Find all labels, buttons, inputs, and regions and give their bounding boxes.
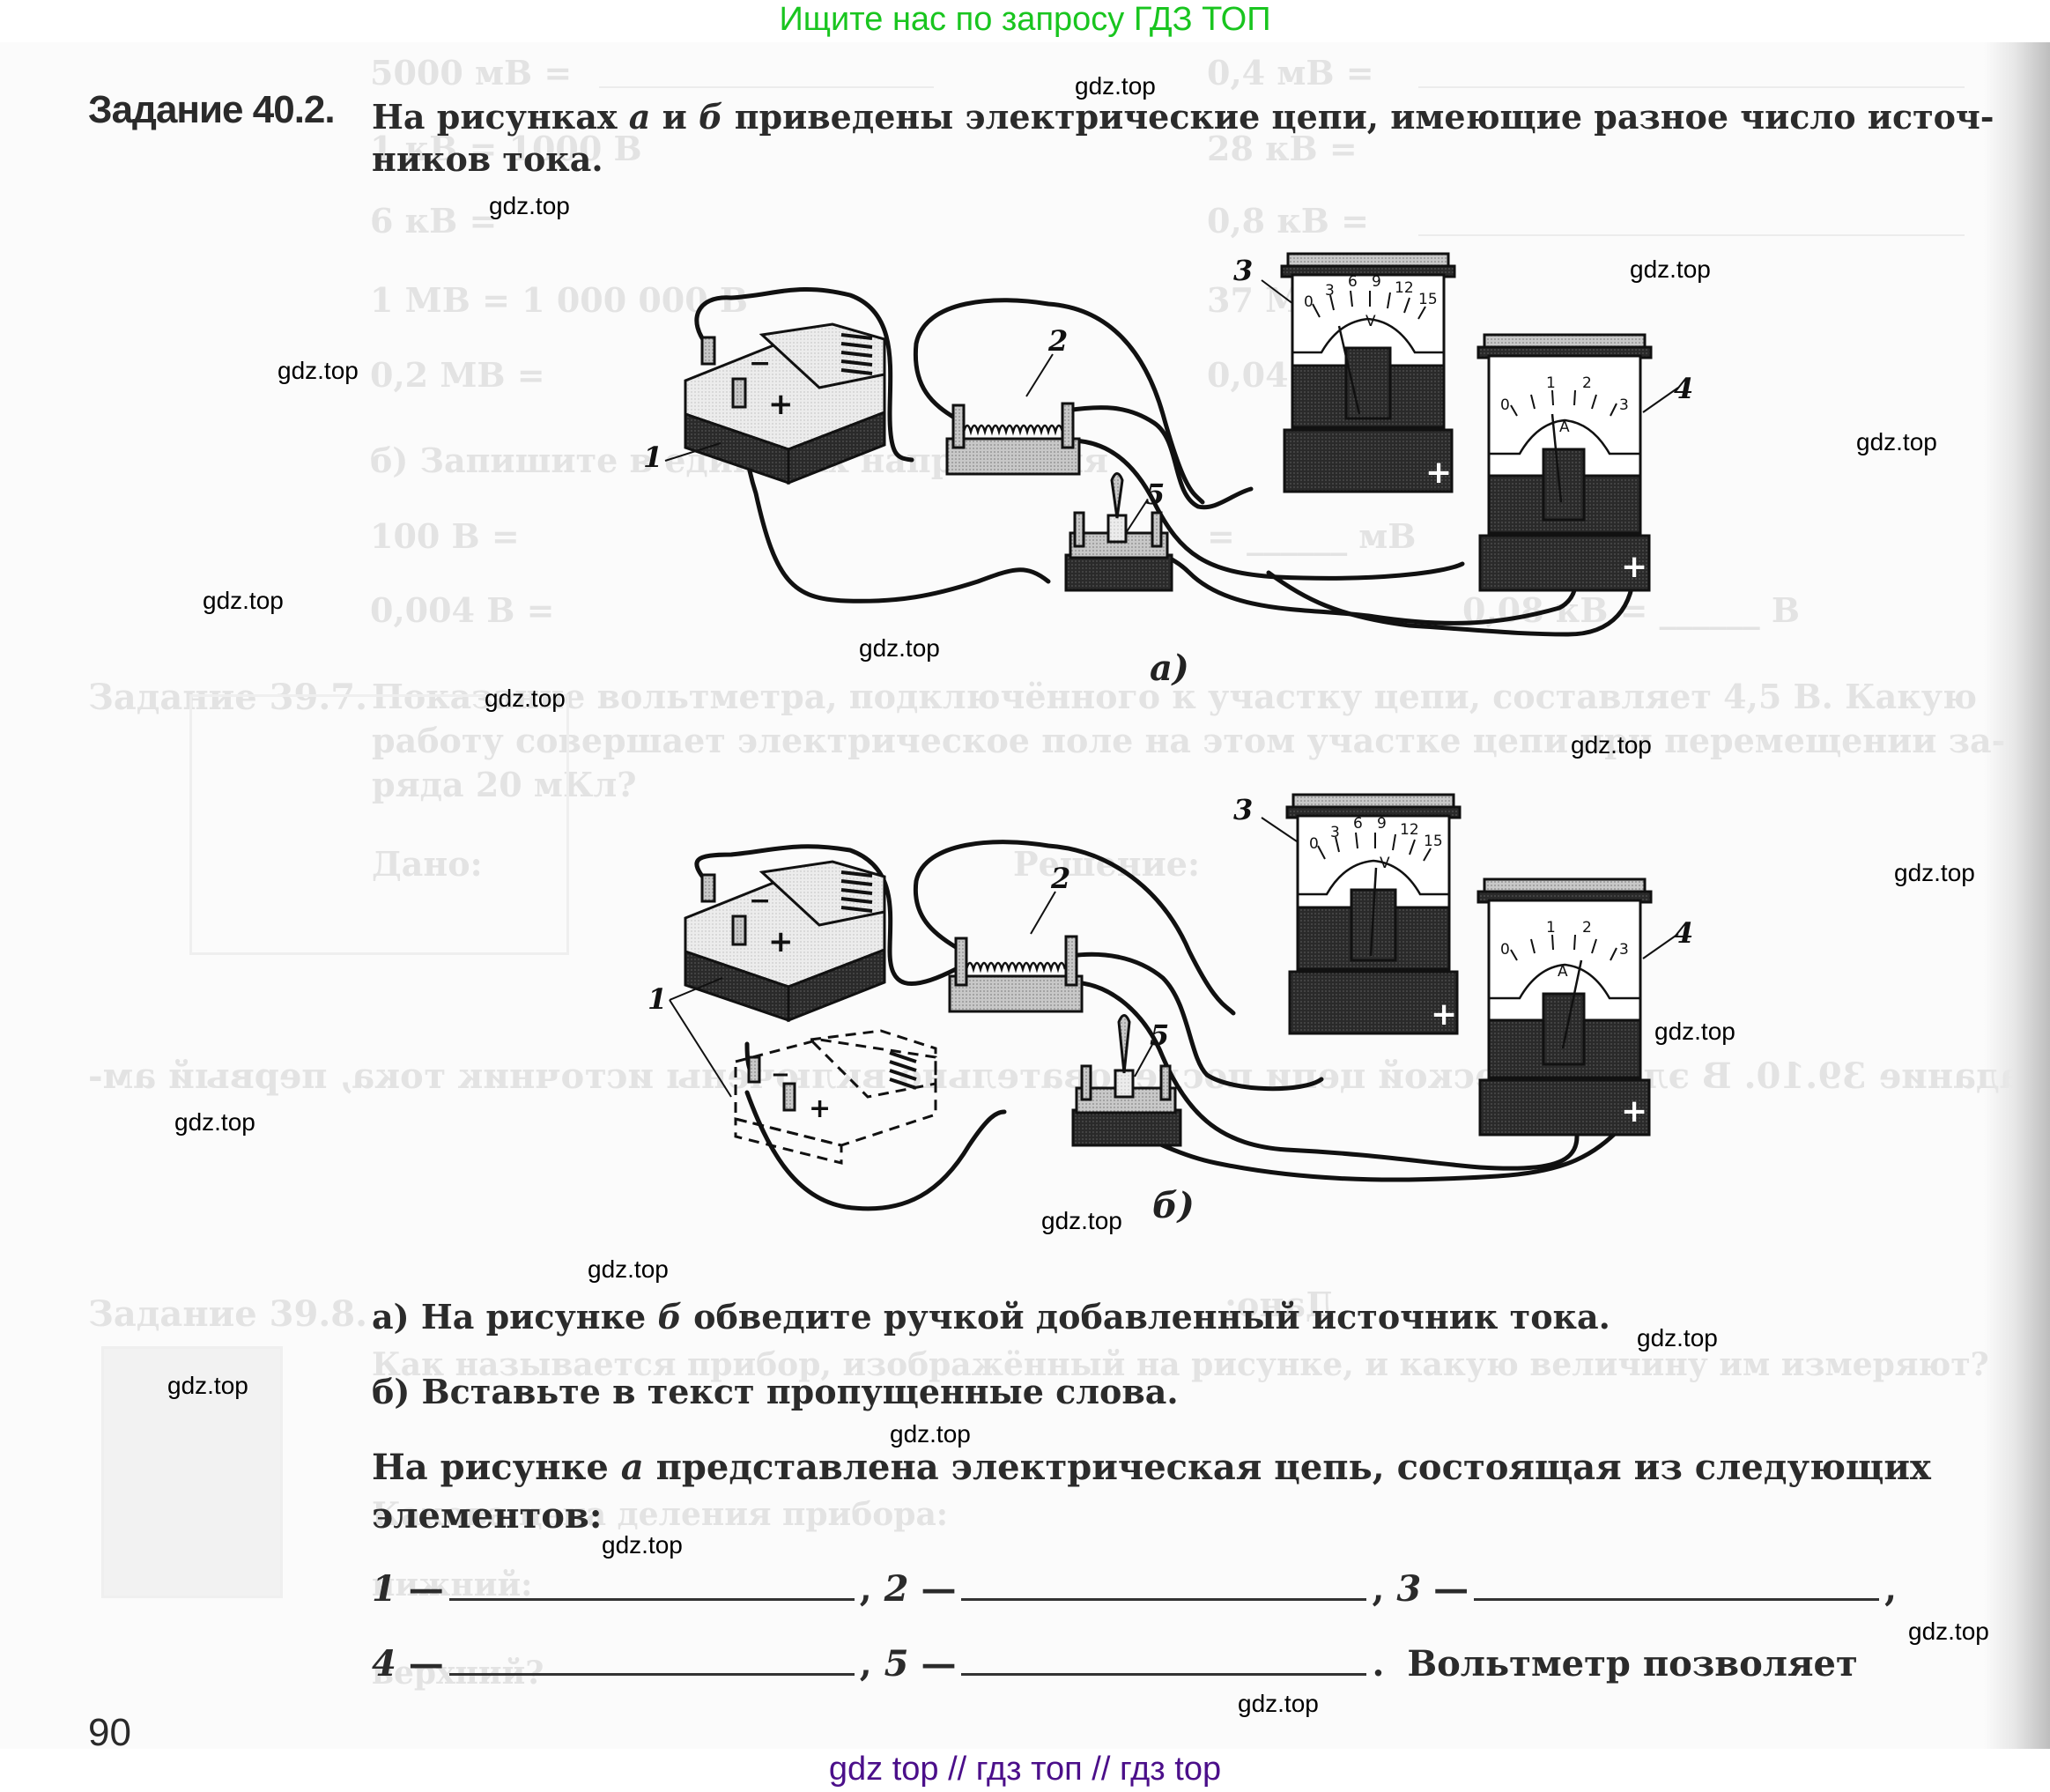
page-number: 90: [88, 1711, 131, 1754]
question-a: а) На рисунке б обведите ручкой добавлен…: [372, 1297, 1610, 1337]
figure-a-caption: а): [1150, 648, 1189, 689]
watermark: gdz.top: [167, 1372, 248, 1399]
question-b: б) Вставьте в текст пропущенные слова.: [372, 1372, 1179, 1411]
watermark: gdz.top: [1630, 255, 1711, 283]
watermark: gdz.top: [1894, 859, 1975, 886]
blank-element-3[interactable]: [1474, 1591, 1880, 1601]
watermark: gdz.top: [1654, 1018, 1735, 1045]
fill-row-2: 4 —, 5 —. Вольтметр позволяет: [372, 1643, 1858, 1685]
blank-element-4[interactable]: [448, 1666, 855, 1676]
watermark: gdz.top: [890, 1420, 971, 1448]
watermark: gdz.top: [1856, 428, 1937, 455]
blank-element-5[interactable]: [961, 1666, 1367, 1676]
watermark: gdz.top: [1637, 1324, 1718, 1351]
watermark: gdz.top: [174, 1108, 255, 1136]
page-edge-shadow: [1984, 42, 2050, 1749]
textbook-page: 5000 мВ = 0,4 мВ = 1 кВ = 1000 В 28 кВ =…: [0, 42, 2050, 1749]
watermark: gdz.top: [485, 685, 566, 712]
watermark: gdz.top: [1238, 1690, 1319, 1717]
watermark: gdz.top: [203, 587, 284, 614]
watermark: gdz.top: [588, 1255, 669, 1283]
top-banner: Ищите нас по запросу ГДЗ ТОП: [779, 1, 1271, 38]
figure-b-caption: б): [1152, 1185, 1195, 1226]
blank-element-2[interactable]: [961, 1591, 1367, 1601]
fill-text-line-2: элементов:: [372, 1495, 603, 1537]
watermark: gdz.top: [1041, 1207, 1122, 1234]
watermark: gdz.top: [859, 634, 940, 662]
watermark: gdz.top: [602, 1531, 683, 1559]
task-intro-line-2: ников тока.: [372, 139, 603, 179]
voltmeter-sentence-start: Вольтметр позволяет: [1407, 1643, 1858, 1685]
fill-row-1: 1 —, 2 —, 3 —,: [372, 1568, 1898, 1610]
watermark: gdz.top: [1908, 1618, 1989, 1645]
task-intro-line-1: На рисунках а и б приведены электрически…: [372, 97, 1994, 137]
fill-text-line-1: На рисунке а представлена электрическая …: [372, 1447, 1931, 1488]
blank-element-1[interactable]: [448, 1591, 855, 1601]
bottom-banner: gdz top // гдз топ // гдз top: [828, 1751, 1222, 1788]
watermark: gdz.top: [278, 357, 359, 384]
ghost-meter-icon: [101, 1346, 283, 1598]
watermark: gdz.top: [1075, 72, 1156, 100]
watermark: gdz.top: [1571, 731, 1652, 759]
watermark: gdz.top: [489, 192, 570, 219]
task-number: Задание 40.2.: [88, 88, 336, 131]
